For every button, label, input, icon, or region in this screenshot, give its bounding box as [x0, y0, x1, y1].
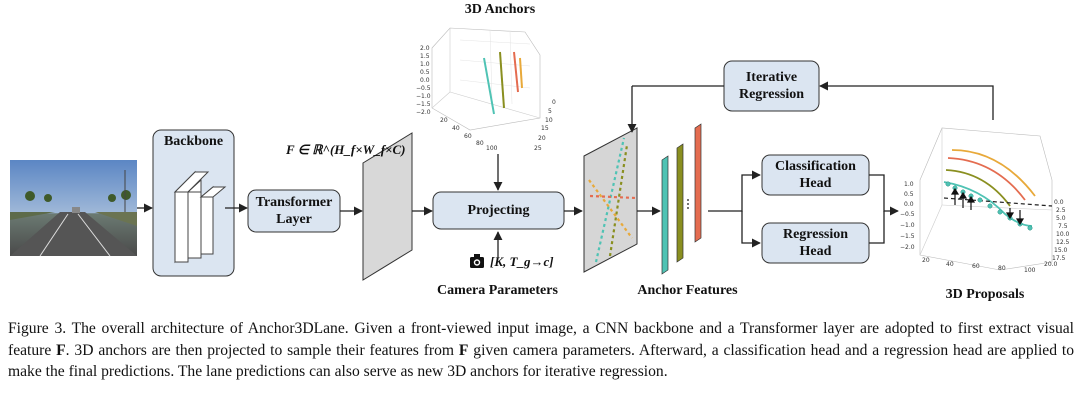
svg-text:−1.5: −1.5	[900, 233, 915, 240]
anchor-feature-bars	[661, 123, 702, 275]
svg-text:80: 80	[476, 140, 484, 147]
svg-text:2.5: 2.5	[1056, 207, 1066, 214]
caption-part-3: given camera parameters. Afterward, a cl…	[8, 341, 1075, 381]
figure-caption: Figure 3. The overall architecture of An…	[8, 318, 1074, 383]
proposal-x-ticks: 20 40 60 80 100	[922, 257, 1036, 274]
svg-text:20.0: 20.0	[1044, 261, 1058, 268]
svg-text:2.0: 2.0	[420, 45, 430, 52]
caption-part-1: Figure 3. The overall architecture of An…	[8, 320, 1074, 359]
svg-text:−2.0: −2.0	[416, 109, 431, 116]
svg-text:100: 100	[1024, 267, 1036, 274]
iterative-regression-label: Iterative Regression	[738, 70, 805, 102]
svg-text:1.0: 1.0	[420, 61, 430, 68]
transformer-label: Transformer Layer	[255, 195, 333, 227]
caption-bold-f-2: F	[458, 341, 469, 359]
svg-text:60: 60	[464, 133, 472, 140]
regression-head-label: Regression Head	[782, 227, 849, 259]
svg-text:20: 20	[440, 117, 448, 124]
svg-text:15.0: 15.0	[1054, 247, 1068, 254]
svg-text:25: 25	[534, 145, 542, 152]
svg-text:40: 40	[452, 125, 460, 132]
svg-text:0: 0	[552, 99, 556, 106]
feature-map-label: F ∈ ℝ^(H_f×W_f×C)	[286, 142, 406, 157]
anchor-y-ticks: 25 20 15 10 5 0	[534, 99, 556, 152]
proposal-y-ticks: 0.0 2.5 5.0 7.5 10.0 12.5 15.0 17.5 20.0	[1044, 199, 1070, 268]
backbone-block	[152, 129, 235, 277]
svg-text:1.5: 1.5	[420, 53, 430, 60]
svg-text:−1.5: −1.5	[416, 101, 431, 108]
svg-text:12.5: 12.5	[1056, 239, 1070, 246]
projected-anchor-map	[583, 127, 638, 273]
proposal-z-ticks: 1.0 0.5 0.0 −0.5 −1.0 −1.5 −2.0	[900, 181, 915, 251]
camera-icon	[470, 254, 484, 268]
svg-text:−2.0: −2.0	[900, 244, 915, 251]
svg-text:−1.0: −1.0	[416, 93, 431, 100]
svg-text:0.5: 0.5	[420, 69, 430, 76]
svg-text:15: 15	[541, 125, 549, 132]
anchors-3d-plot: 2.0 1.5 1.0 0.5 0.0 −0.5 −1.0 −1.5 −2.0 …	[416, 27, 556, 152]
input-image	[10, 160, 137, 257]
svg-text:−1.0: −1.0	[900, 222, 915, 229]
camera-params-label: Camera Parameters	[437, 283, 558, 298]
svg-text:100: 100	[486, 145, 498, 152]
svg-text:80: 80	[998, 265, 1006, 272]
svg-text:40: 40	[946, 261, 954, 268]
svg-text:−0.5: −0.5	[416, 85, 431, 92]
svg-text:17.5: 17.5	[1052, 255, 1066, 262]
proposals-3d-title: 3D Proposals	[945, 287, 1025, 302]
feature-map	[362, 132, 413, 281]
svg-text:0.0: 0.0	[1054, 199, 1064, 206]
svg-text:60: 60	[972, 263, 980, 270]
caption-part-2: . 3D anchors are then projected to sampl…	[65, 341, 459, 359]
svg-text:10: 10	[545, 117, 553, 124]
svg-text:0.0: 0.0	[420, 77, 430, 84]
svg-text:10.0: 10.0	[1056, 231, 1070, 238]
svg-text:1.0: 1.0	[904, 181, 914, 188]
svg-text:5.0: 5.0	[1056, 215, 1066, 222]
anchor-x-ticks: 20 40 60 80 100	[440, 117, 498, 152]
caption-bold-f-1: F	[56, 341, 66, 359]
proposals-3d-plot: 1.0 0.5 0.0 −0.5 −1.0 −1.5 −2.0 20 40 60…	[900, 127, 1070, 274]
svg-text:20: 20	[538, 135, 546, 142]
camera-params-symbol: [K, T_g→c]	[490, 254, 554, 269]
anchor-z-ticks: 2.0 1.5 1.0 0.5 0.0 −0.5 −1.0 −1.5 −2.0	[416, 45, 431, 116]
svg-text:0.5: 0.5	[904, 191, 914, 198]
svg-text:5: 5	[548, 108, 552, 115]
classification-head-label: Classification Head	[775, 159, 856, 191]
svg-text:7.5: 7.5	[1058, 223, 1068, 230]
svg-text:20: 20	[922, 257, 930, 264]
svg-text:−0.5: −0.5	[900, 211, 915, 218]
anchor-features-label: Anchor Features	[637, 283, 738, 298]
projecting-label: Projecting	[467, 203, 530, 218]
svg-text:0.0: 0.0	[904, 201, 914, 208]
backbone-label: Backbone	[163, 134, 224, 149]
anchors-3d-title: 3D Anchors	[464, 2, 536, 17]
